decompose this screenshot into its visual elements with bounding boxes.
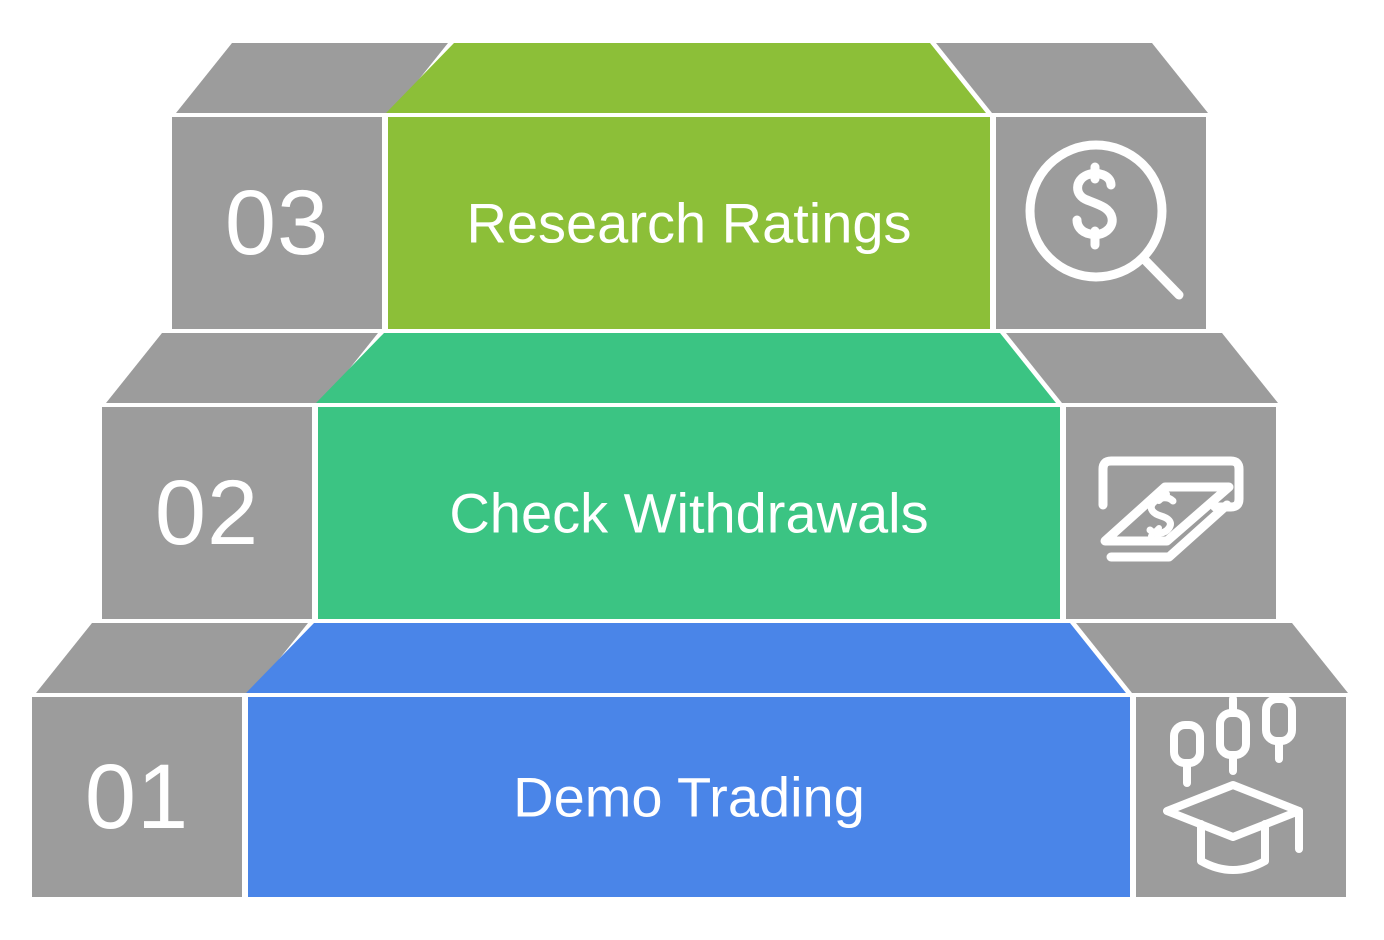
candlestick-graduation-cap-icon [1163, 695, 1303, 874]
step-02-icon-box-top [1006, 333, 1278, 403]
step-02-center-panel[interactable] [318, 407, 1060, 619]
step-01-number: 01 [85, 746, 189, 848]
step-01-icon-box-top [1076, 623, 1348, 693]
step-02-center-panel-top [316, 333, 1056, 403]
step-01-number-box-top [36, 623, 308, 693]
step-02-number: 02 [155, 462, 259, 564]
step-03-number-box-top [176, 43, 448, 113]
step-03-number-box[interactable] [172, 117, 382, 329]
step-03-label: Research Ratings [466, 192, 911, 255]
step-02-group[interactable]: 02 Check Withdrawals [102, 333, 1278, 619]
atm-cash-withdrawal-icon [1098, 456, 1244, 562]
step-03-number: 03 [225, 172, 329, 274]
step-02-label: Check Withdrawals [449, 482, 928, 545]
step-01-number-box[interactable] [32, 697, 242, 897]
step-01-center-panel[interactable] [248, 697, 1130, 897]
step-01-group[interactable]: 01 Demo Trading [32, 623, 1348, 897]
step-03-icon-box-top [936, 43, 1208, 113]
step-03-center-panel[interactable] [388, 117, 990, 329]
step-01-center-panel-top [246, 623, 1126, 693]
step-02-number-box-top [106, 333, 378, 403]
step-01-label: Demo Trading [513, 766, 865, 829]
step-02-number-box[interactable] [102, 407, 312, 619]
magnifier-dollar-icon [1025, 140, 1184, 300]
step-02-icon-box[interactable] [1066, 407, 1276, 619]
step-01-icon-box[interactable] [1136, 697, 1346, 897]
step-03-group[interactable]: 03 Research Ratings [172, 43, 1208, 329]
step-03-center-panel-top [386, 43, 986, 113]
